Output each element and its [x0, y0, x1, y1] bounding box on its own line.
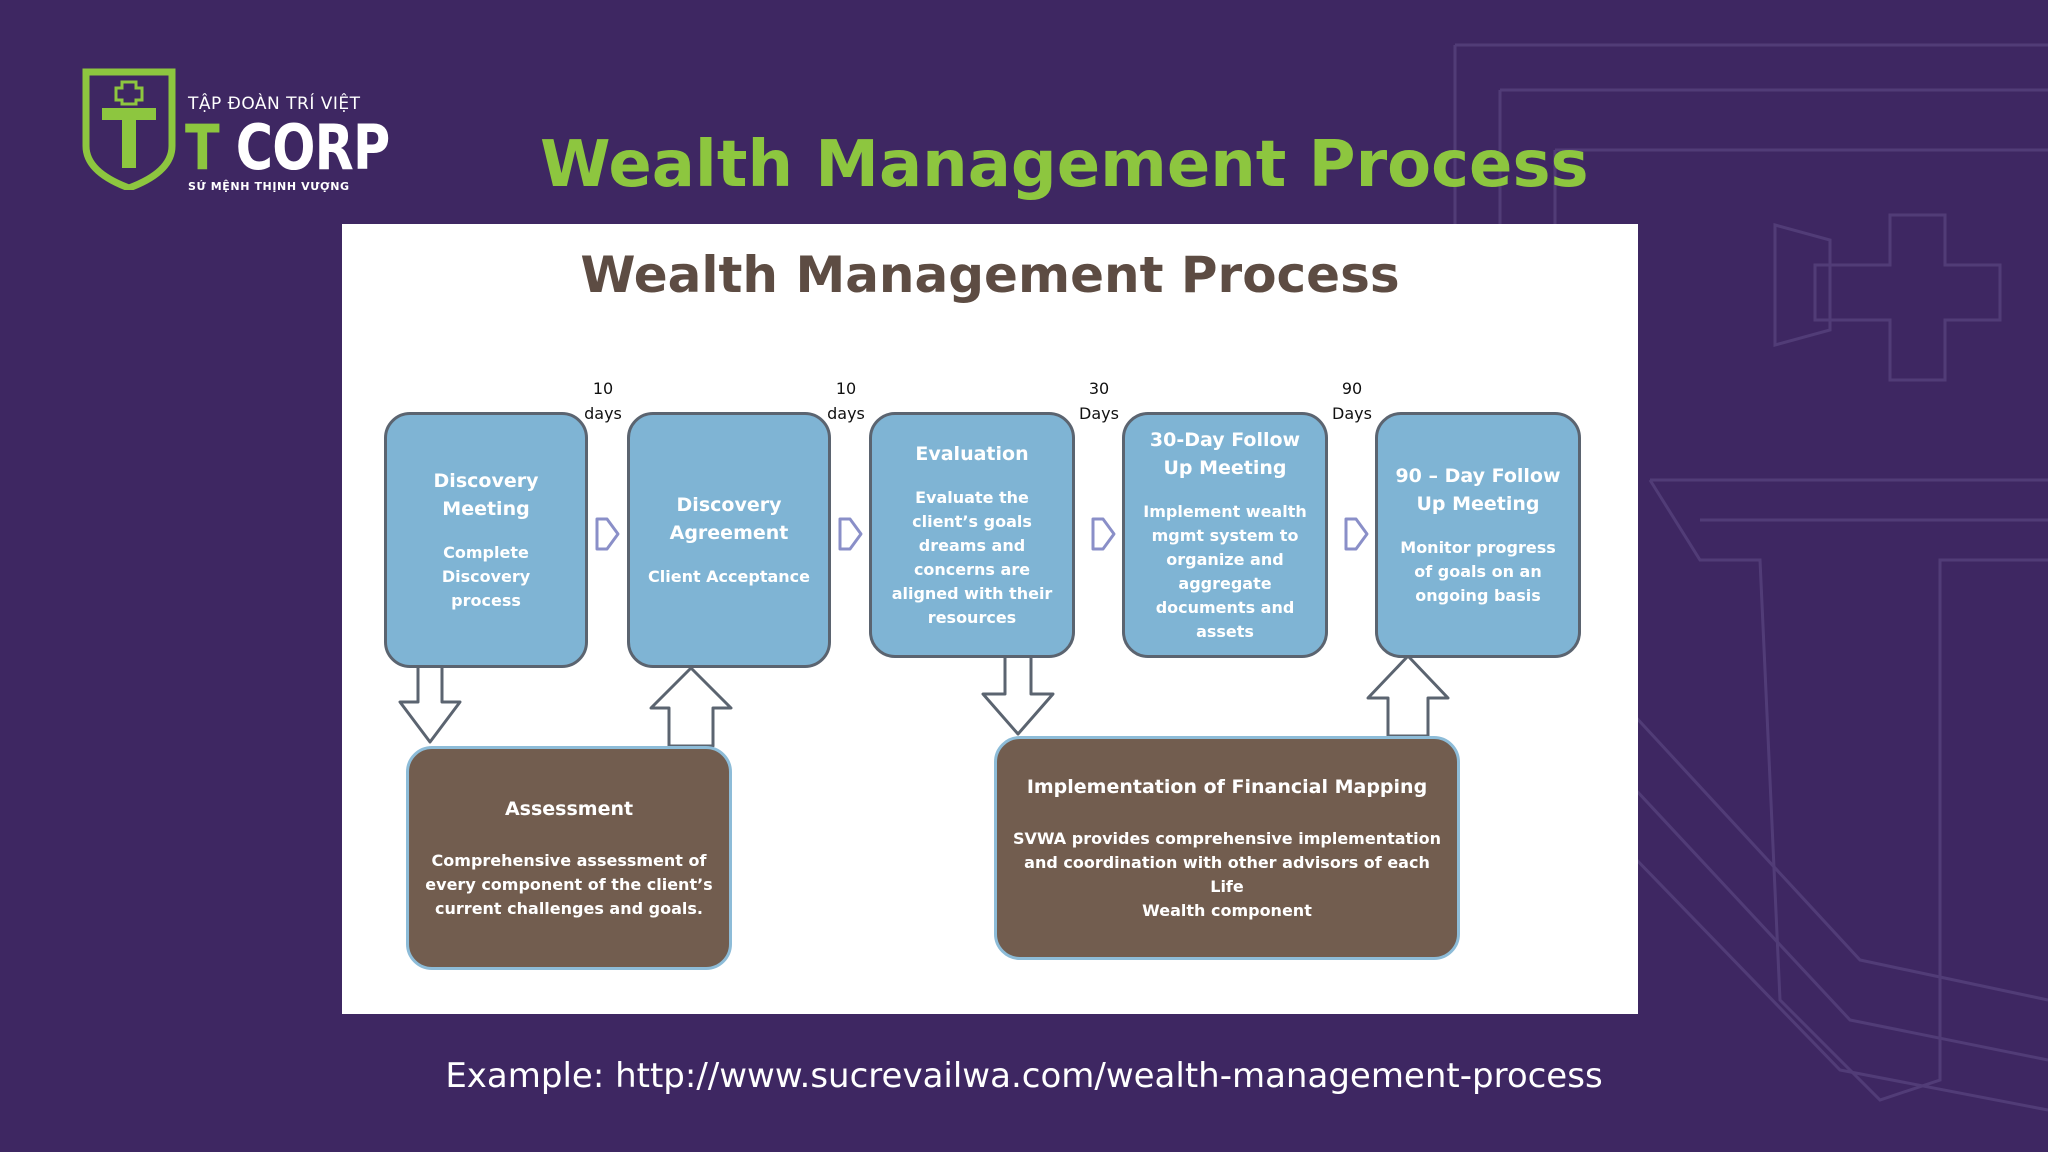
step-title: Discovery Agreement — [669, 494, 789, 544]
logo-brand-t: T — [185, 111, 220, 184]
shield-icon — [82, 68, 176, 190]
step-description: Implement wealth mgmt system to organize… — [1143, 502, 1307, 641]
assessment-box: Assessment Comprehensive assessment of e… — [406, 746, 732, 970]
arrow-right-4 — [1344, 517, 1369, 551]
slide-title: Wealth Management Process — [540, 128, 1589, 202]
tcorp-logo: TẬP ĐOÀN TRÍ VIỆT T CORP SỨ MỆNH THỊNH V… — [82, 68, 390, 198]
diagram-arrows — [398, 517, 1450, 748]
logo-tagline-top: TẬP ĐOÀN TRÍ VIỆT — [188, 94, 361, 114]
duration-label-3: 30 Days — [1079, 379, 1119, 423]
step-30-day-follow-up: 30-Day Follow Up Meeting Implement wealt… — [1122, 412, 1328, 658]
step-discovery-agreement: Discovery Agreement Client Acceptance — [627, 412, 831, 668]
diagram-panel: Wealth Management Process 10 days 10 day… — [342, 224, 1638, 1014]
arrow-down-assessment — [398, 662, 462, 744]
step-title: 30-Day Follow Up Meeting — [1149, 429, 1301, 479]
step-description: Client Acceptance — [648, 567, 810, 586]
step-description: Evaluate the client’s goals dreams and c… — [891, 488, 1053, 627]
arrow-right-1 — [595, 517, 620, 551]
arrow-up-agreement — [649, 666, 733, 748]
step-discovery-meeting: Discovery Meeting Complete Discovery pro… — [384, 412, 588, 668]
step-title: Discovery Meeting — [433, 470, 539, 520]
duration-label-1: 10 days — [584, 379, 622, 423]
assessment-title: Assessment — [504, 798, 634, 820]
assessment-description: Comprehensive assessment of every compon… — [425, 851, 713, 918]
step-title: 90 – Day Follow Up Meeting — [1395, 465, 1561, 515]
arrow-down-implementation — [981, 652, 1055, 736]
step-90-day-follow-up: 90 – Day Follow Up Meeting Monitor progr… — [1375, 412, 1581, 658]
step-title: Evaluation — [915, 443, 1029, 465]
arrow-up-90day — [1366, 654, 1450, 738]
step-description: Monitor progress of goals on an ongoing … — [1400, 538, 1556, 605]
step-description: Complete Discovery process — [441, 543, 531, 610]
implementation-title: Implementation of Financial Mapping — [1026, 776, 1428, 798]
step-evaluation: Evaluation Evaluate the client’s goals d… — [869, 412, 1075, 658]
implementation-description: SVWA provides comprehensive implementati… — [1012, 829, 1442, 920]
logo-tagline-bottom: SỨ MỆNH THỊNH VƯỢNG — [188, 180, 350, 193]
diagram-title: Wealth Management Process — [580, 246, 1400, 304]
arrow-right-2 — [838, 517, 863, 551]
duration-label-2: 10 days — [827, 379, 865, 423]
arrow-right-3 — [1091, 517, 1116, 551]
logo-brand-name: T CORP — [185, 111, 390, 184]
implementation-box: Implementation of Financial Mapping SVWA… — [994, 736, 1460, 960]
duration-label-4: 90 Days — [1332, 379, 1372, 423]
logo-brand-rest: CORP — [218, 111, 390, 184]
example-caption: Example: http://www.sucrevailwa.com/weal… — [445, 1056, 1603, 1096]
